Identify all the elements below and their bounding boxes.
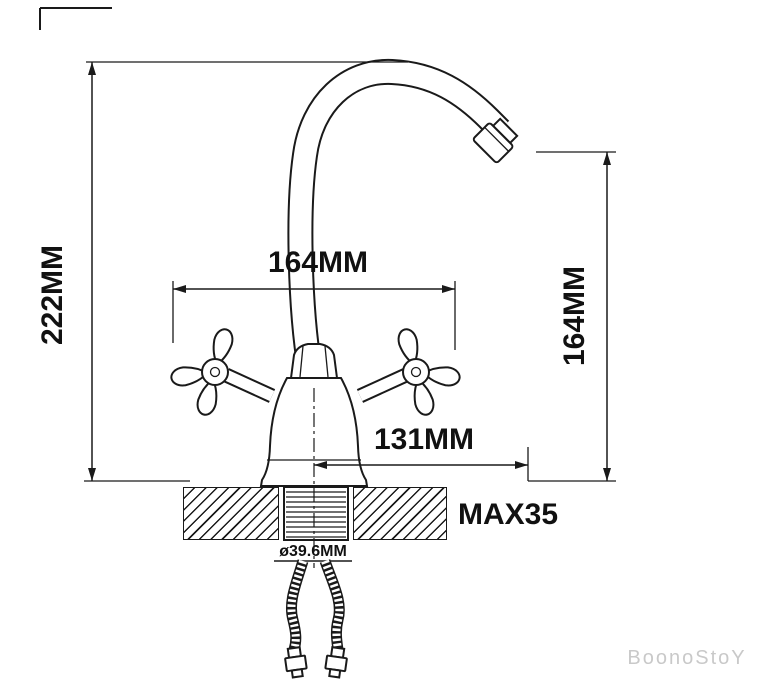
max-thickness-label: MAX35	[458, 498, 558, 531]
extension-lines	[84, 61, 616, 482]
spout-base-nut	[289, 343, 339, 379]
shank-diameter-label: ø39.6MM	[279, 543, 347, 560]
spout-aerator-icon	[472, 117, 519, 164]
handle-left	[170, 328, 234, 416]
dim-overall-height-label: 222MM	[36, 245, 69, 345]
hose-fitting-left	[284, 646, 308, 679]
dim-spout-reach-label: 131MM	[374, 423, 474, 456]
supply-hoses	[285, 559, 345, 652]
corner-frame-mark	[39, 7, 112, 30]
mounting-shank	[283, 486, 349, 541]
dim-handle-span-label: 164MM	[268, 246, 368, 279]
countertop-section-left	[183, 487, 279, 540]
hose-fitting-right	[324, 646, 348, 679]
watermark: BoonoStoY	[627, 647, 746, 669]
faucet-spout	[287, 58, 510, 373]
countertop-section-right	[353, 487, 447, 540]
handle-stems	[222, 368, 410, 403]
handle-right	[397, 328, 461, 416]
dim-spout-height-label: 164MM	[558, 266, 591, 366]
